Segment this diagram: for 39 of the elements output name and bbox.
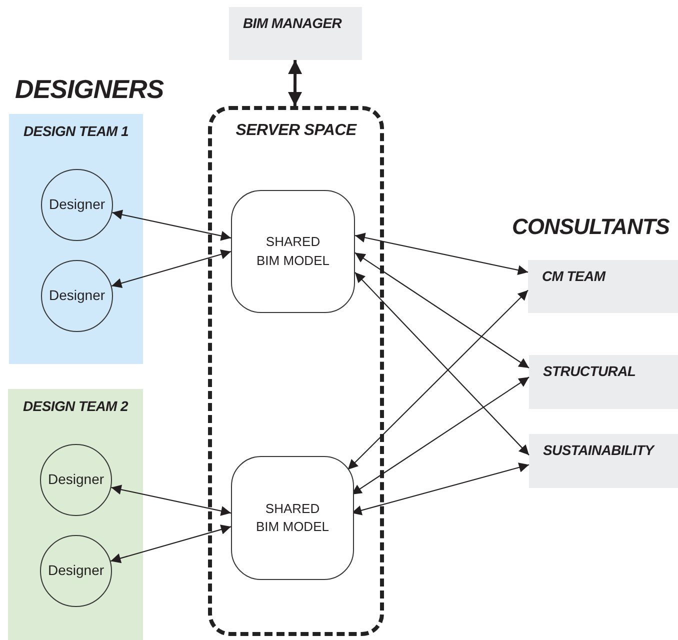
designer-circle <box>41 169 113 241</box>
arrow <box>354 272 530 456</box>
arrow <box>354 252 530 368</box>
node-heading: SERVER SPACE <box>236 122 356 140</box>
role-box <box>529 434 678 488</box>
node-label: Designer <box>48 561 104 580</box>
group-title: CONSULTANTS <box>512 214 670 240</box>
arrow <box>111 484 232 516</box>
team-panel <box>9 114 143 364</box>
designer-circle <box>40 444 112 516</box>
node-heading: CM TEAM <box>542 268 607 284</box>
node-heading: DESIGN TEAM 2 <box>22 398 128 414</box>
designer-circle <box>40 535 112 607</box>
node-heading: DESIGN TEAM 1 <box>23 123 128 139</box>
node-heading: SUSTAINABILITY <box>543 442 656 458</box>
model-box <box>231 456 354 580</box>
arrow <box>288 60 302 106</box>
arrow <box>354 232 528 275</box>
node-label: Designer <box>48 286 106 306</box>
group-title: DESIGNERS <box>15 74 164 105</box>
role-box <box>529 355 678 409</box>
designer-circle <box>41 260 113 332</box>
arrow <box>111 249 232 288</box>
node-label: Designer <box>48 195 106 214</box>
node-heading: BIM MANAGER <box>243 15 343 31</box>
model-box <box>231 190 355 313</box>
role-box <box>229 7 362 60</box>
node-label: Designer <box>48 470 104 490</box>
arrow <box>347 290 528 470</box>
role-box <box>528 260 678 313</box>
team-panel <box>8 389 143 640</box>
arrow <box>110 524 232 564</box>
node-label: SHARED BIM MODEL <box>255 500 330 536</box>
node-label: SHARED BIM MODEL <box>256 233 330 270</box>
arrow <box>351 376 530 495</box>
server-space-boundary <box>208 106 384 636</box>
node-heading: STRUCTURAL <box>543 363 637 379</box>
arrow <box>112 210 232 241</box>
arrow <box>351 462 530 516</box>
